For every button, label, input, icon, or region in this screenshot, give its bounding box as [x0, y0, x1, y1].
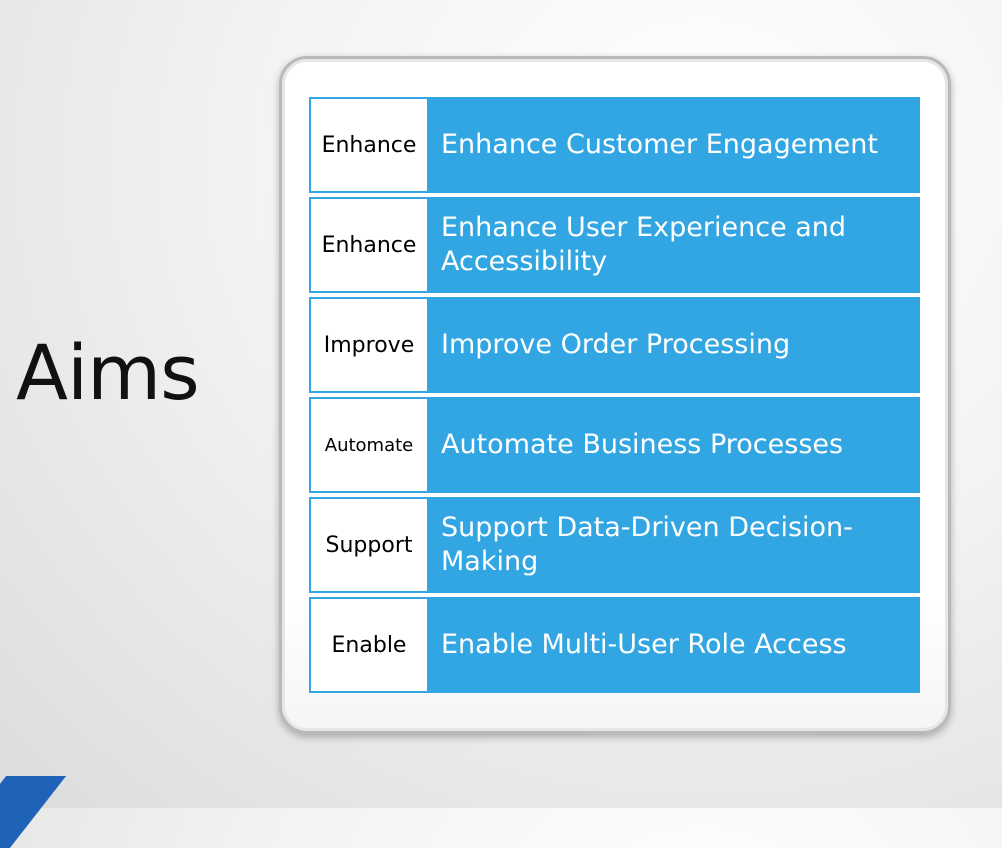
aim-row-6: Enable Enable Multi-User Role Access: [309, 597, 920, 693]
corner-accent-shape: [0, 776, 67, 848]
aim-verb: Enhance: [309, 97, 429, 193]
aim-text: Automate Business Processes: [429, 397, 920, 493]
aim-verb: Improve: [309, 297, 429, 393]
aim-verb: Support: [309, 497, 429, 593]
slide-title: Aims: [16, 328, 200, 417]
aim-row-4: Automate Automate Business Processes: [309, 397, 920, 493]
aim-row-3: Improve Improve Order Processing: [309, 297, 920, 393]
aim-verb: Enhance: [309, 197, 429, 293]
aim-verb: Automate: [309, 397, 429, 493]
aims-list: Enhance Enhance Customer Engagement Enha…: [309, 97, 920, 697]
aim-text: Enhance Customer Engagement: [429, 97, 920, 193]
aim-text: Enhance User Experience and Accessibilit…: [429, 197, 920, 293]
aim-verb: Enable: [309, 597, 429, 693]
aim-text: Support Data-Driven Decision-Making: [429, 497, 920, 593]
aim-text: Improve Order Processing: [429, 297, 920, 393]
aim-row-5: Support Support Data-Driven Decision-Mak…: [309, 497, 920, 593]
aim-row-1: Enhance Enhance Customer Engagement: [309, 97, 920, 193]
aim-row-2: Enhance Enhance User Experience and Acce…: [309, 197, 920, 293]
aim-text: Enable Multi-User Role Access: [429, 597, 920, 693]
